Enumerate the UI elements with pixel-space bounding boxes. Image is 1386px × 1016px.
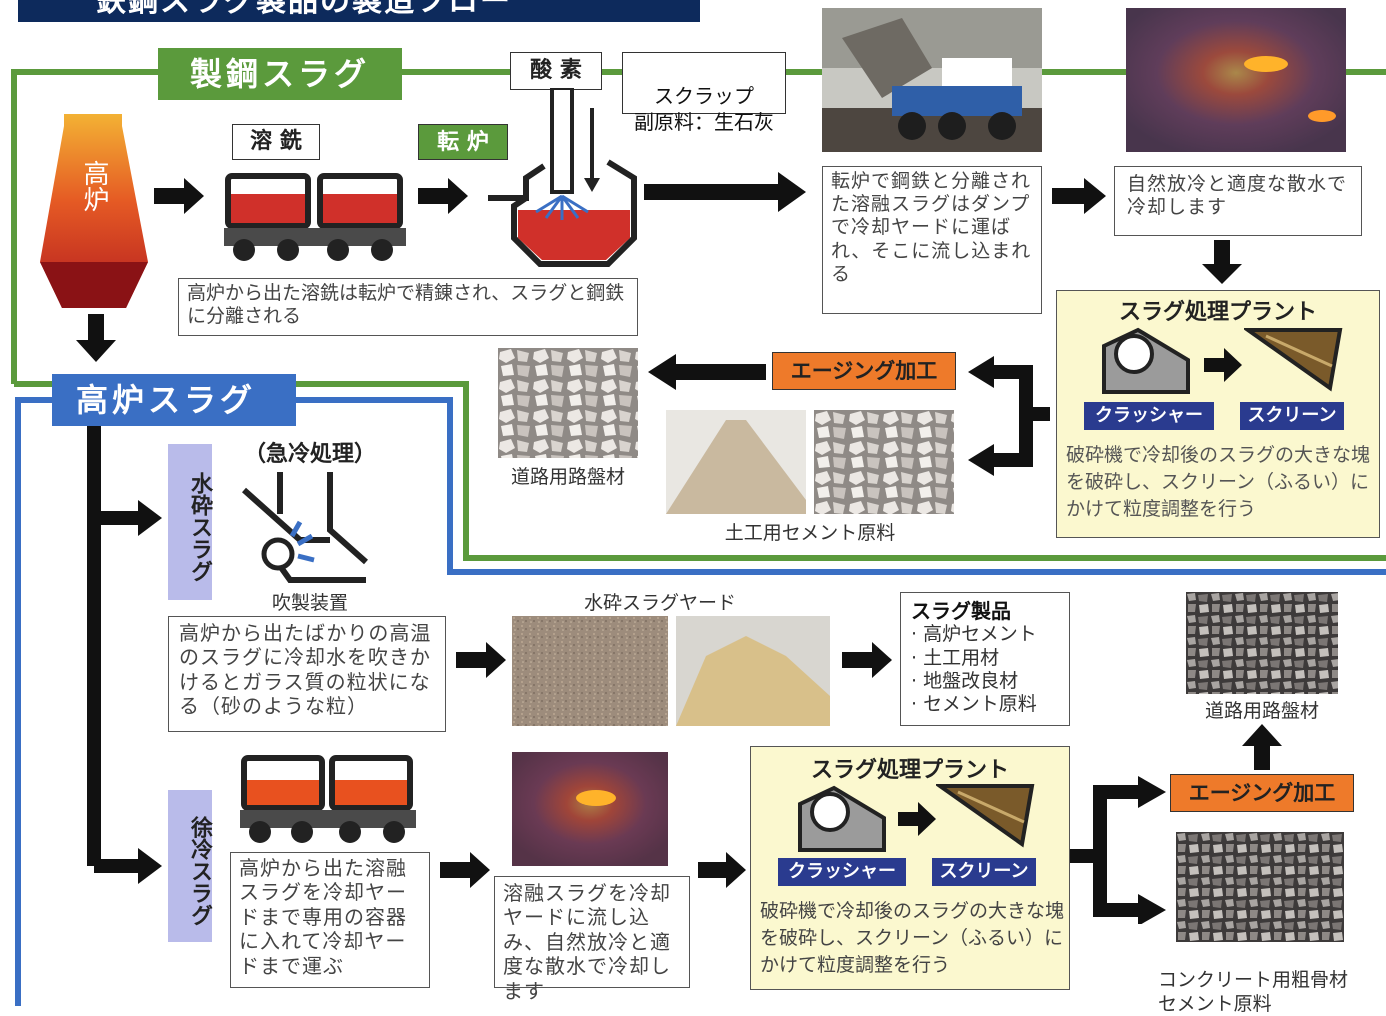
blower-caption: 吹製装置 xyxy=(271,592,348,614)
screen-label: スクリーン xyxy=(1240,402,1344,430)
crusher-icon xyxy=(798,785,886,852)
crusher-icon xyxy=(1102,327,1190,394)
molten-iron-label: 溶 銑 xyxy=(232,124,320,160)
steel-road-base-caption: 道路用路盤材 xyxy=(510,466,625,488)
scrap-label: スクラップ 副原料：生石灰 xyxy=(622,52,786,134)
concrete-caption: コンクリート用粗骨材 セメント原料 xyxy=(1158,969,1349,1015)
water-note: 高炉から出たばかりの高温のスラグに冷却水を吹きかけるとガラス質の粒状になる（砂の… xyxy=(168,616,446,732)
slag-products-title: スラグ製品 xyxy=(911,599,1011,623)
branch-arrows xyxy=(968,356,1050,476)
sand-pile-photo xyxy=(666,410,806,514)
oxygen-label: 酸 素 xyxy=(510,52,602,90)
blast-aging-label: エージング加工 xyxy=(1170,774,1354,812)
refine-note: 高炉から出た溶銑は転炉で精錬され、スラグと鋼鉄に分離される xyxy=(178,278,638,336)
blast-slag-outline xyxy=(15,397,1386,1006)
slow-note-1: 高炉から出た溶融スラグを冷却ヤードまで専用の容器に入れて冷却ヤードまで運ぶ xyxy=(230,852,430,988)
screen-label: スクリーン xyxy=(932,858,1036,886)
civil-gravel-photo xyxy=(814,410,954,514)
arrow-right xyxy=(644,172,806,212)
slow-cooled-tag: 徐冷スラグ xyxy=(168,790,212,942)
slag-product-item: · セメント原料 xyxy=(911,692,1037,715)
screen-icon xyxy=(1244,328,1343,392)
steel-slag-title: 製鋼スラグ xyxy=(158,48,402,100)
screen-icon xyxy=(936,784,1035,848)
arrow-right xyxy=(698,852,746,888)
arrow-right xyxy=(1204,348,1242,382)
arrow-up xyxy=(1242,724,1282,770)
dump-note: 転炉で鋼鉄と分離された溶融スラグはダンプで冷却ヤードに運ばれ、そこに流し込まれる xyxy=(822,166,1042,314)
blast-plant-title: スラグ処理プラント xyxy=(810,758,1009,783)
page-title: 鉄鋼スラグ製品の製造フロー xyxy=(96,0,512,19)
cool-note: 自然放冷と適度な散水で冷却します xyxy=(1114,166,1362,236)
converter-label: 転 炉 xyxy=(418,124,508,160)
arrow-right xyxy=(842,642,892,678)
header-bar: 鉄鋼スラグ製品の製造フロー xyxy=(18,0,700,22)
blast-furnace-label: 高炉 xyxy=(79,160,109,212)
yard-photo-2 xyxy=(676,616,830,726)
slow-note-2: 溶融スラグを冷却ヤードに流し込み、自然放冷と適度な散水で冷却します xyxy=(494,876,690,1003)
civil-cement-caption: 土工用セメント原料 xyxy=(724,522,896,544)
branch-arrows xyxy=(1070,776,1166,924)
slow-cooling-photo xyxy=(512,752,668,866)
arrow-right xyxy=(154,178,204,214)
crusher-label: クラッシャー xyxy=(778,858,906,886)
dump-truck-photo xyxy=(822,8,1042,152)
slag-pot-car-icon xyxy=(240,755,416,843)
arrow-down xyxy=(1202,240,1242,284)
blast-road-base-caption: 道路用路盤材 xyxy=(1204,700,1319,722)
arrow-right xyxy=(440,852,490,888)
blast-furnace-icon xyxy=(40,114,148,308)
slag-product-item: · 地盤改良材 xyxy=(911,669,1019,692)
blast-slag-title: 高炉スラグ xyxy=(52,374,296,426)
concrete-gravel-photo xyxy=(1176,832,1344,942)
blast-trunk-line xyxy=(87,426,162,884)
yard-caption: 水砕スラグヤード xyxy=(583,592,736,614)
converter-vessel-icon xyxy=(488,88,637,267)
arrow-down xyxy=(76,314,116,362)
road-base-photo xyxy=(498,348,638,458)
slag-product-item: · 高炉セメント xyxy=(911,623,1037,646)
blower-icon xyxy=(242,472,368,583)
arrow-right xyxy=(898,802,936,836)
ladle-car-icon xyxy=(224,173,406,261)
arrow-right xyxy=(418,178,468,214)
steel-plant-note: 破砕機で冷却後のスラグの大きな塊を破砕し、スクリーン（ふるい）にかけて粒度調整を… xyxy=(1066,444,1371,520)
slag-product-item: · 土工用材 xyxy=(911,646,1000,669)
slag-cooling-photo xyxy=(1126,8,1346,152)
steel-aging-label: エージング加工 xyxy=(772,352,956,390)
blast-plant-note: 破砕機で冷却後のスラグの大きな塊を破砕し、スクリーン（ふるい）にかけて粒度調整を… xyxy=(760,900,1065,976)
water-granulated-tag: 水砕スラグ xyxy=(168,444,212,600)
quench-label: （急冷処理） xyxy=(244,442,377,467)
arrow-left xyxy=(648,354,766,390)
blast-road-base-photo xyxy=(1186,592,1338,694)
crusher-label: クラッシャー xyxy=(1084,402,1214,430)
slag-products-box: スラグ製品 · 高炉セメント · 土工用材 · 地盤改良材 · セメント原料 xyxy=(900,592,1070,726)
arrow-right xyxy=(456,642,506,678)
steel-plant-title: スラグ処理プラント xyxy=(1118,300,1317,325)
arrow-right xyxy=(1052,178,1106,214)
yard-photo-1 xyxy=(512,616,668,726)
